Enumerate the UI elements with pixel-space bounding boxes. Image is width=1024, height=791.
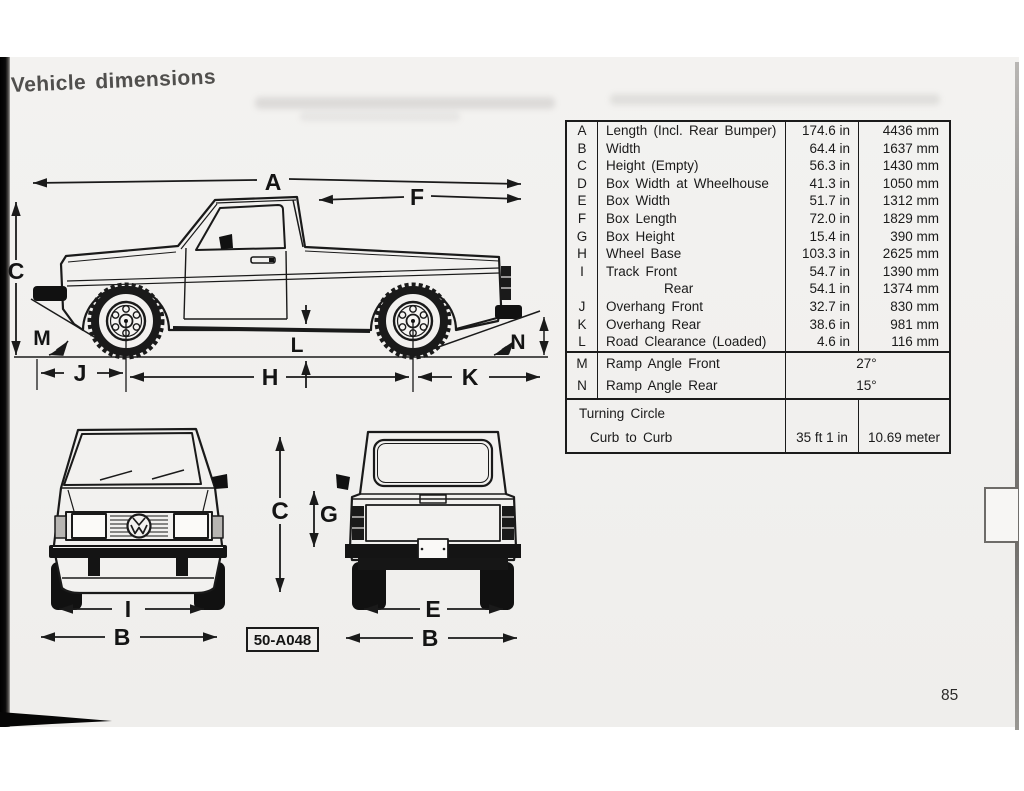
row-angle-value: 15° [785,375,947,398]
turning-circle-header: Turning Circle [579,405,666,421]
row-desc: Height (Empty) [597,157,785,175]
row-desc: Rear [597,280,785,298]
row-desc: Road Clearance (Loaded) [597,333,785,351]
row-mm: 1829 mm [858,209,949,228]
curb-to-curb-label: Curb to Curb [590,429,673,445]
row-desc: Overhang Rear [597,315,785,334]
row-inches: 64.4 in [785,139,858,158]
table-angles-section: M Ramp Angle Front 27° N Ramp Angle Rear… [567,350,949,398]
row-inches: 4.6 in [785,333,858,351]
row-desc: Track Front [597,262,785,281]
dimensions-table: A Length (Incl. Rear Bumper) 174.6 in 44… [565,120,951,454]
row-mm: 981 mm [858,315,949,334]
row-inches: 15.4 in [785,227,858,246]
page-number: 85 [941,687,959,704]
row-letter: J [578,298,586,314]
turning-empty-cell [858,399,949,425]
row-desc: Box Width [597,192,785,210]
row-desc: Box Width at Wheelhouse [597,174,785,193]
row-mm: 2625 mm [858,245,949,263]
row-letter [567,280,597,298]
row-inches: 54.1 in [785,280,858,298]
ghost-text-smudge [255,97,555,109]
row-desc: Ramp Angle Front [597,352,785,376]
row-mm: 390 mm [858,227,949,246]
row-mm: 1312 mm [858,192,949,210]
row-letter: G [576,228,588,244]
table-turning-section: Turning Circle Curb to Curb 35 ft 1 in 1… [567,397,949,452]
turning-empty-cell [785,399,858,425]
row-inches: 51.7 in [785,192,858,210]
row-letter: L [578,334,586,350]
book-gutter-shadow [0,57,10,727]
row-inches: 32.7 in [785,297,858,316]
row-inches: 54.7 in [785,262,858,281]
row-desc: Box Height [597,227,785,246]
row-letter: D [577,175,587,191]
row-angle-value: 27° [785,352,947,376]
row-letter: C [577,158,587,174]
row-letter: I [580,263,584,279]
row-mm: 116 mm [858,333,949,351]
ghost-text-smudge [610,94,940,105]
row-desc: Ramp Angle Rear [597,375,785,398]
paper-background [0,57,1019,727]
row-letter: H [577,246,587,262]
row-desc: Overhang Front [597,297,785,316]
row-mm: 830 mm [858,297,949,316]
table-main-section: A Length (Incl. Rear Bumper) 174.6 in 44… [567,122,949,351]
row-letter: N [577,378,587,394]
row-mm: 4436 mm [858,122,949,140]
row-inches: 103.3 in [785,245,858,263]
row-letter: B [577,140,587,156]
row-desc: Box Length [597,209,785,228]
row-letter: K [577,316,587,332]
row-inches: 41.3 in [785,174,858,193]
row-desc: Length (Incl. Rear Bumper) [597,122,785,140]
row-mm: 1050 mm [858,174,949,193]
row-inches: 38.6 in [785,315,858,334]
ghost-text-smudge [300,112,460,121]
row-desc: Wheel Base [597,245,785,263]
thumb-index-tab [984,487,1018,543]
row-letter: A [577,123,587,138]
row-inches: 174.6 in [785,122,858,140]
row-inches: 72.0 in [785,209,858,228]
row-letter: M [576,355,588,371]
row-mm: 1637 mm [858,139,949,158]
page-edge-line [1015,62,1019,730]
row-desc: Width [597,139,785,158]
row-mm: 1374 mm [858,280,949,298]
row-mm: 1430 mm [858,157,949,175]
row-inches: 56.3 in [785,157,858,175]
row-mm: 1390 mm [858,262,949,281]
row-letter: E [577,193,587,209]
row-letter: F [577,210,587,226]
curb-to-curb-metric: 10.69 meter [858,424,949,452]
curb-to-curb-imperial: 35 ft 1 in [785,424,858,452]
